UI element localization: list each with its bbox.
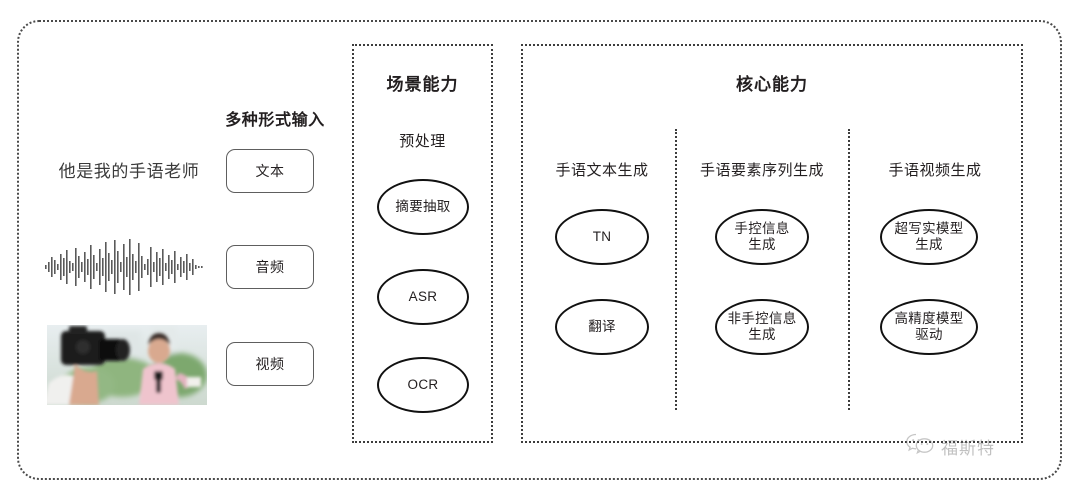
core-node-label: 翻译 [588, 318, 616, 334]
core-capability-title: 核心能力 [736, 75, 808, 94]
scene-node-summary-extraction[interactable]: 摘要抽取 [377, 179, 469, 235]
core-node-translation[interactable]: 翻译 [555, 299, 649, 355]
core-node-label: 手控信息生成 [734, 220, 790, 252]
core-column-divider-2 [848, 129, 850, 410]
scene-capability-panel: 场景能力 预处理 摘要抽取 ASR OCR [352, 44, 493, 443]
core-column-divider-1 [675, 129, 677, 410]
core-node-label: 非手控信息生成 [727, 310, 797, 342]
core-node-label: 超写实模型生成 [894, 220, 964, 252]
input-section-heading: 多种形式输入 [225, 112, 325, 129]
wechat-icon [905, 432, 935, 461]
core-node-manual-feature-generation[interactable]: 手控信息生成 [715, 209, 809, 265]
core-node-label: 高精度模型驱动 [894, 310, 964, 342]
sample-sentence-text: 他是我的手语老师 [58, 162, 200, 181]
core-column-header-sign-video-generation: 手语视频生成 [888, 162, 982, 179]
watermark: 福斯特 [905, 432, 995, 461]
core-node-high-precision-model-driving[interactable]: 高精度模型驱动 [880, 299, 978, 355]
core-node-tn[interactable]: TN [555, 209, 649, 265]
scene-node-label: OCR [407, 376, 439, 392]
scene-capability-title: 场景能力 [386, 75, 459, 94]
core-column-header-sign-element-sequence-generation: 手语要素序列生成 [699, 162, 824, 179]
scene-node-ocr[interactable]: OCR [377, 357, 469, 413]
audio-waveform-icon [45, 238, 203, 296]
scene-node-asr[interactable]: ASR [377, 269, 469, 325]
input-modality-box-video[interactable]: 视频 [226, 342, 314, 386]
core-node-label: TN [592, 228, 612, 244]
core-capability-panel: 核心能力 手语文本生成 TN 翻译 手语要素序列生成 手控信息生成 非手控信息生… [521, 44, 1023, 443]
scene-node-label: ASR [408, 288, 438, 304]
input-modality-box-audio[interactable]: 音频 [226, 245, 314, 289]
core-column-header-sign-text-generation: 手语文本生成 [555, 162, 649, 179]
core-node-non-manual-feature-generation[interactable]: 非手控信息生成 [715, 299, 809, 355]
scene-node-label: 摘要抽取 [395, 198, 451, 214]
watermark-text: 福斯特 [941, 439, 995, 458]
outer-frame [17, 20, 1062, 480]
video-thumbnail-image [47, 325, 207, 405]
input-modality-box-text[interactable]: 文本 [226, 149, 314, 193]
core-node-photoreal-model-generation[interactable]: 超写实模型生成 [880, 209, 978, 265]
scene-group-label-preprocess: 预处理 [399, 133, 446, 150]
